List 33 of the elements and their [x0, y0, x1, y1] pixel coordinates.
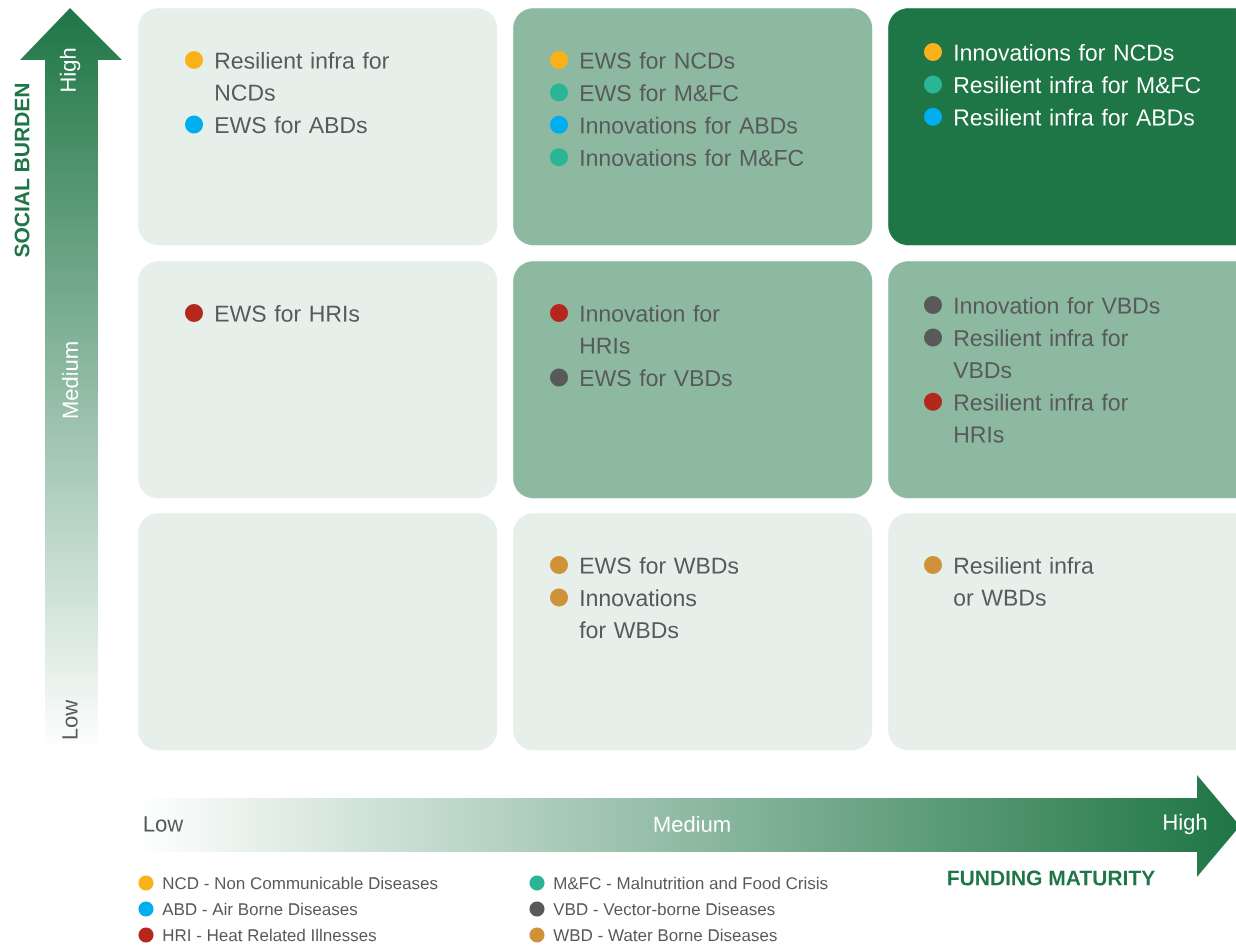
axis-tick-label: High — [1164, 813, 1207, 835]
item-text: Resilient infra for NCDs — [216, 51, 389, 101]
item-text: Innovations for ABDs — [581, 116, 797, 134]
legend-text: HRI - Heat Related Illnesses — [163, 928, 377, 942]
axis-tick-label: Medium — [654, 815, 730, 833]
legend-text: WBD - Water Borne Diseases — [553, 928, 777, 942]
item-text: EWS for M&FC — [581, 84, 739, 102]
axis-tick-label: Medium — [61, 342, 79, 418]
item-text: Resilient infra for HRIs — [955, 393, 1128, 443]
item-text: EWS for WBDs — [581, 556, 739, 574]
axis-title: FUNDING MATURITY — [948, 870, 1155, 886]
item-text: EWS for NCDs — [581, 51, 735, 69]
matrix-cell — [138, 513, 498, 751]
item-text: Innovation for VBDs — [955, 296, 1160, 314]
item-text: Resilient infra for ABDs — [955, 108, 1194, 126]
item-text: Innovations for WBDs — [579, 589, 696, 639]
legend-text: M&FC - Malnutrition and Food Crisis — [554, 876, 828, 890]
legend-text: VBD - Vector-borne Diseases — [553, 902, 775, 916]
axis-title: SOCIAL BURDEN — [14, 83, 30, 257]
axis-tick-label: Low — [144, 816, 184, 832]
item-text: Innovations for NCDs — [955, 43, 1174, 61]
item-text: Resilient infra for VBDs — [953, 329, 1128, 379]
axis-tick-label: Low — [62, 699, 78, 739]
item-text: EWS for ABDs — [216, 116, 367, 134]
item-text: Resilient infra or WBDs — [954, 556, 1094, 606]
item-text: EWS for HRIs — [216, 304, 360, 322]
item-text: Resilient infra for M&FC — [955, 76, 1201, 94]
legend-text: ABD - Air Borne Diseases — [162, 902, 358, 916]
item-text: Innovations for M&FC — [581, 149, 804, 166]
item-text: Innovation for HRIs — [581, 304, 720, 354]
item-text: EWS for VBDs — [581, 369, 732, 387]
axis-tick-label: High — [59, 48, 81, 91]
legend-text: NCD - Non Communicable Diseases — [163, 876, 438, 890]
